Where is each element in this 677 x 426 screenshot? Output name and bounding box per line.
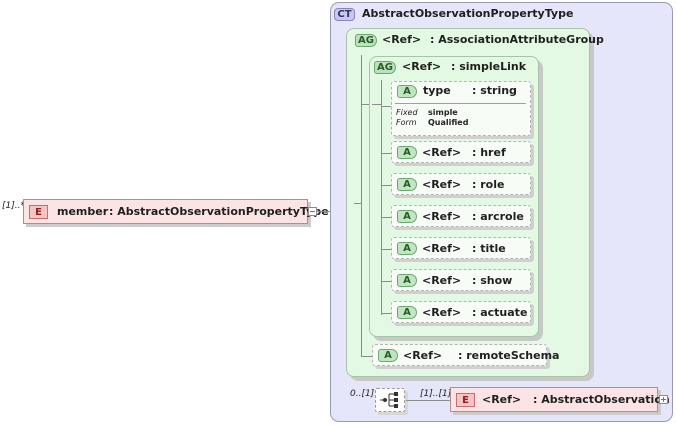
connector-line — [406, 400, 450, 401]
attribute-badge-icon: A — [397, 306, 417, 319]
connector-line — [381, 313, 391, 314]
fixed-value: simple — [428, 108, 458, 117]
attribute-name: : arcrole — [472, 210, 524, 223]
connector-line — [381, 185, 391, 186]
show-attribute[interactable]: A <Ref> : show — [391, 269, 531, 291]
remote-schema-name: : remoteSchema — [458, 349, 560, 362]
attribute-group-badge-icon: AG — [355, 34, 377, 47]
element-badge-icon: E — [29, 205, 48, 219]
connector-line — [381, 217, 391, 218]
attribute-ref: <Ref> — [422, 210, 462, 223]
connector-line — [381, 80, 382, 315]
observation-cardinality: [1]..[1] — [420, 389, 452, 399]
attribute-badge-icon: A — [378, 349, 398, 362]
type-attribute-type: : string — [472, 84, 517, 97]
attribute-ref: <Ref> — [422, 274, 462, 287]
connector-line — [361, 356, 372, 357]
attribute-name: : show — [472, 274, 513, 287]
attribute-ref: <Ref> — [422, 178, 462, 191]
actuate-attribute[interactable]: A <Ref> : actuate — [391, 301, 531, 323]
role-attribute[interactable]: A <Ref> : role — [391, 173, 531, 195]
attribute-badge-icon: A — [397, 85, 417, 98]
member-element-name: member — [57, 205, 109, 218]
sequence-icon — [380, 392, 398, 408]
attribute-badge-icon: A — [397, 274, 417, 287]
connector-line — [317, 211, 340, 212]
type-attribute-name: type — [423, 84, 451, 97]
title-attribute[interactable]: A <Ref> : title — [391, 237, 531, 259]
member-cardinality: [1]..* — [2, 201, 25, 211]
attribute-name: : role — [472, 178, 505, 191]
attribute-group-badge-icon: AG — [374, 61, 396, 74]
simple-link-ref: <Ref> — [402, 60, 442, 73]
member-element[interactable]: E member : AbstractObservationPropertyTy… — [23, 199, 329, 224]
sequence-compositor[interactable] — [375, 388, 405, 412]
collapse-toggle-icon[interactable] — [308, 207, 317, 216]
form-label: Form — [396, 118, 417, 127]
connector-line — [361, 55, 362, 356]
abstract-observation-element[interactable]: E <Ref> : AbstractObservation — [450, 387, 670, 412]
attribute-badge-icon: A — [397, 242, 417, 255]
complex-type-badge-icon: CT — [334, 8, 355, 21]
connector-line — [372, 104, 381, 105]
connector-line — [381, 106, 391, 107]
href-attribute[interactable]: A <Ref> : href — [391, 141, 531, 163]
attribute-detail-divider — [395, 103, 526, 104]
attribute-ref: <Ref> — [422, 306, 462, 319]
connector-line — [354, 203, 361, 204]
remote-schema-attribute[interactable]: A <Ref> : remoteSchema — [372, 344, 559, 366]
member-element-type: : AbstractObservationPropertyType — [109, 205, 329, 218]
attribute-ref: <Ref> — [422, 146, 462, 159]
connector-line — [361, 104, 372, 105]
attribute-badge-icon: A — [397, 146, 417, 159]
attribute-badge-icon: A — [397, 210, 417, 223]
arcrole-attribute[interactable]: A <Ref> : arcrole — [391, 205, 531, 227]
fixed-label: Fixed — [396, 108, 418, 117]
complex-type-name: AbstractObservationPropertyType — [362, 7, 574, 20]
element-badge-icon: E — [456, 393, 475, 407]
observation-ref: <Ref> — [482, 393, 522, 406]
connector-line — [381, 281, 391, 282]
form-value: Qualified — [428, 118, 469, 127]
attribute-badge-icon: A — [397, 178, 417, 191]
sequence-cardinality: 0..[1] — [350, 389, 375, 399]
attribute-ref: <Ref> — [422, 242, 462, 255]
association-group-name: : AssociationAttributeGroup — [430, 33, 604, 46]
observation-name: : AbstractObservation — [533, 393, 670, 406]
attribute-name: : href — [472, 146, 506, 159]
expand-toggle-icon[interactable] — [659, 395, 668, 404]
simple-link-name: : simpleLink — [451, 60, 527, 73]
association-group-ref: <Ref> — [382, 33, 422, 46]
remote-schema-ref: <Ref> — [403, 349, 443, 362]
attribute-name: : actuate — [472, 306, 528, 319]
connector-line — [381, 153, 391, 154]
connector-line — [381, 249, 391, 250]
attribute-name: : title — [472, 242, 506, 255]
